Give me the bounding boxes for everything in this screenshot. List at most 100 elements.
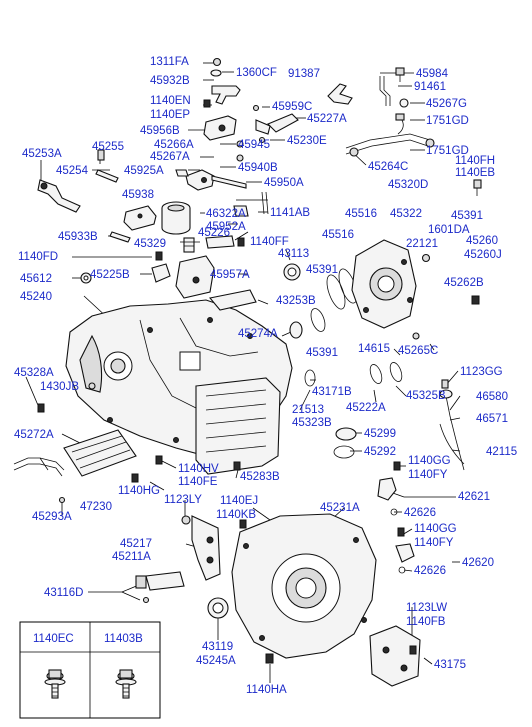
label-45272a: 45272A [14,429,54,441]
plate-45957a-icon [175,255,215,299]
rod-1141ab-icon [261,191,269,215]
pipe-45272a-icon [13,457,65,477]
label-22121: 22121 [406,238,438,250]
spring-45266a-icon [236,140,244,148]
label-43171b: 43171B [312,386,352,398]
filter-46322a-icon [161,201,191,235]
label-45391-2: 45391 [306,264,338,276]
bolt-1140hv-icon [155,455,163,465]
label-45952a: 45952A [206,221,246,233]
label-45230e: 45230E [287,135,327,147]
label-45322: 45322 [390,208,422,220]
gear-45225b-icon [151,263,171,283]
seal-43113-icon [283,263,301,281]
label-1140ej: 1140EJ [220,495,258,507]
bolt-45262b-icon [471,295,480,305]
label-45957a: 45957A [210,269,250,281]
label-42626: 42626 [404,507,436,519]
label-45945: 45945 [238,139,270,151]
label-1140gg: 1140GG [408,455,451,467]
bolt-1140fh-icon [473,179,482,196]
table-header-1140ec: 1140EC [33,633,74,645]
label-1123lw: 1123LW [406,602,447,614]
rod-45950a-icon [211,175,247,189]
bracket-45274-icon [208,289,257,311]
oring-45267g-icon [399,98,409,108]
oil-pan-45283b-icon [195,377,281,475]
label-45217: 45217 [120,538,152,550]
label-42626-2: 42626 [414,565,446,577]
washer-1360cf-icon [210,69,222,77]
bolt-1430jb-icon [88,382,96,390]
label-45925a: 45925A [124,165,164,177]
pin-45254-icon [95,169,119,183]
label-45262b: 45262B [444,277,484,289]
housing-45320d-icon [351,239,417,329]
label-14615: 14615 [358,343,390,355]
label-45299: 45299 [364,428,396,440]
bolt-1123gg-icon [441,379,449,389]
valve-45952a-icon [233,205,249,217]
label-45950a: 45950A [264,177,304,189]
label-46322a: 46322A [206,208,246,220]
label-45266a: 45266A [154,139,194,151]
rod-45933b-icon [109,231,131,243]
lever-45932b-icon [211,85,241,105]
label-1140fe: 1140FE [178,476,218,488]
label-45267g: 45267G [426,98,467,110]
label-1140fb: 1140FB [406,616,446,628]
label-45231a: 45231A [320,502,360,514]
hex-bolt-icon [115,669,137,699]
oring-42626-2-icon [398,566,406,574]
label-91387: 91387 [288,68,320,80]
bolt-1123ly-icon [181,515,191,525]
label-1311fa: 1311FA [150,56,189,68]
label-42115: 42115 [486,446,517,458]
label-45612: 45612 [20,273,52,285]
flange-bolt-icon [44,669,66,699]
bracket-45217-icon [191,515,221,581]
label-47230: 47230 [80,501,112,513]
label-45274a: 45274A [238,328,278,340]
label-45255: 45255 [92,141,124,153]
label-42621: 42621 [458,491,490,503]
label-45391: 45391 [451,210,483,222]
label-45938: 45938 [122,189,154,201]
washer-45612-icon [80,272,92,284]
label-1751gd: 1751GD [426,115,469,127]
ring-14615-icon [369,362,403,384]
spring-45329-icon [183,237,195,253]
ring-45292-icon [333,445,355,459]
label-1360cf: 1360CF [236,67,277,79]
label-21513: 21513 [292,404,324,416]
bolt-1140ha-icon [265,653,274,664]
label-1140en: 1140EN [150,95,191,107]
pipe-91461-icon [379,76,391,106]
label-1141ab: 1141AB [270,207,310,219]
label-43113: 43113 [278,248,309,260]
seal-45265c-icon [412,332,420,340]
label-45211a: 45211A [112,551,151,563]
label-45323b: 45323B [292,417,332,429]
label-43253b: 43253B [276,295,316,307]
label-1140ff: 1140FF [250,236,289,248]
sealant-43116d-icon [135,571,185,604]
label-1140hg: 1140HG [118,485,160,497]
bracket-91387-icon [327,83,353,105]
bushing-43253b-icon [289,308,326,339]
label-1430jb: 1430JB [40,381,79,393]
label-91461: 91461 [414,81,446,93]
label-1140gg-2: 1140GG [414,523,457,535]
bolt-45984-icon [395,67,405,82]
label-45265c: 45265C [398,345,438,357]
label-46580: 46580 [476,391,508,403]
cam-45940b-icon [185,169,215,191]
label-45516: 45516 [345,208,377,220]
label-1123gg: 1123GG [460,366,503,378]
label-43116d: 43116D [44,587,83,599]
dipstick-46580-icon [439,389,465,471]
bracket-45328a-icon [37,403,45,413]
label-45260j: 45260J [464,249,502,261]
bracket-45230e-icon [255,119,271,144]
